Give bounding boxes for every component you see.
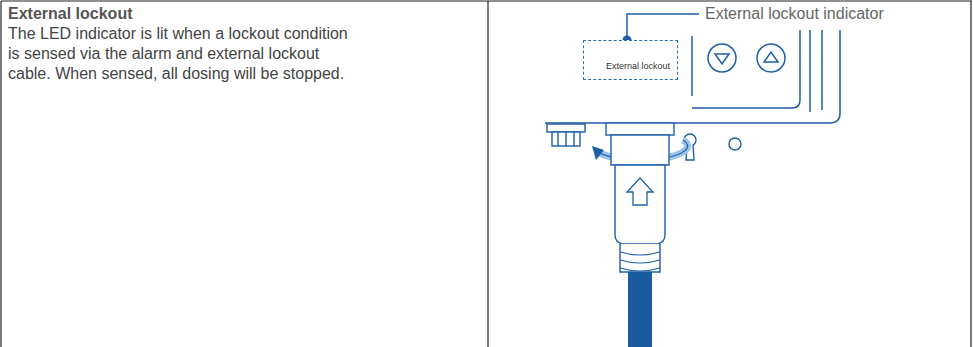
cell-heading: External lockout	[8, 4, 468, 24]
cell-body: The LED indicator is lit when a lockout …	[8, 24, 353, 84]
cable-plug	[592, 123, 688, 347]
device-housing	[545, 30, 840, 123]
side-connector	[547, 124, 585, 146]
keyhole-and-hole	[684, 134, 741, 160]
indicator-label: External lockout	[606, 61, 670, 71]
callout-label: External lockout indicator	[705, 4, 884, 24]
buttons	[708, 44, 785, 72]
indicator-box: External lockout	[583, 40, 678, 80]
